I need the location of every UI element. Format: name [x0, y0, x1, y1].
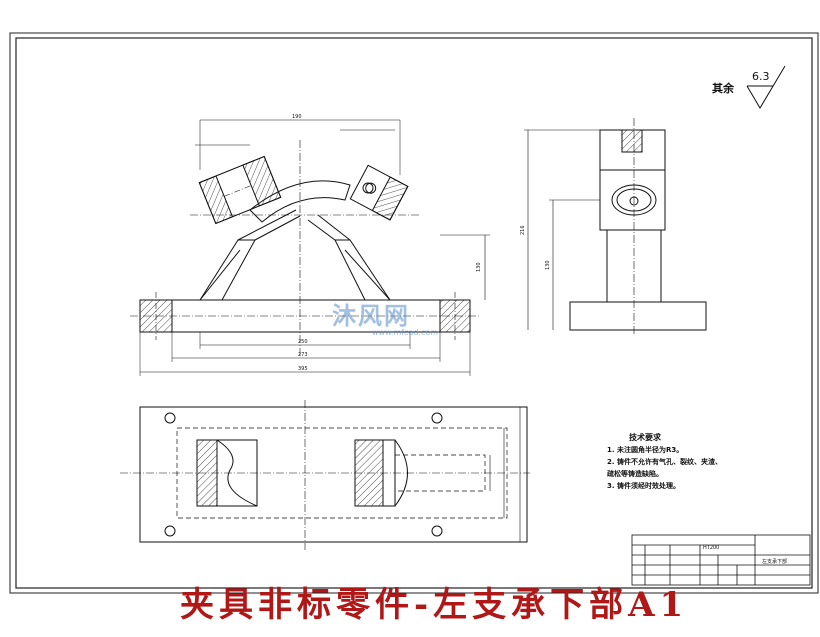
dim-bottom-inner: 250 [298, 339, 308, 345]
technical-requirement-line: 2. 铸件不允许有气孔、裂纹、夹渣、 [607, 458, 722, 466]
technical-requirements: 技术要求 1. 未注圆角半径为R3。 2. 铸件不允许有气孔、裂纹、夹渣、 疏松… [607, 432, 777, 492]
technical-requirements-title: 技术要求 [629, 433, 661, 442]
dim-side-total-height: 216 [520, 225, 526, 235]
title-block [631, 534, 811, 586]
watermark-text: 沐风网 [332, 302, 410, 330]
dim-side-height: 130 [545, 260, 551, 270]
technical-requirement-line: 3. 铸件须经时效处理。 [607, 482, 680, 490]
roughness-symbol [746, 65, 786, 109]
technical-requirement-line: 1. 未注圆角半径为R3。 [607, 446, 684, 454]
dim-bottom-total: 395 [298, 366, 308, 372]
top-view [120, 400, 530, 550]
title-block-material: HT200 [703, 545, 719, 551]
roughness-value: 6.3 [752, 70, 770, 83]
dim-top-width: 190 [292, 114, 302, 120]
sheet-inner-border [15, 37, 813, 589]
technical-requirement-line: 疏松等铸造缺陷。 [607, 470, 663, 478]
watermark-url: www.mfcad.com [372, 328, 439, 337]
sheet-outer-border [9, 32, 819, 594]
title-block-part-name: 左支承下部 [762, 558, 787, 565]
dim-height-center: 130 [476, 262, 482, 272]
side-view [524, 118, 707, 335]
drawing-caption: 夹具非标零件-左支承下部A1 [180, 585, 689, 625]
front-view [130, 119, 490, 376]
dim-bottom-span: 273 [298, 352, 308, 358]
roughness-label: 其余 [712, 82, 734, 95]
